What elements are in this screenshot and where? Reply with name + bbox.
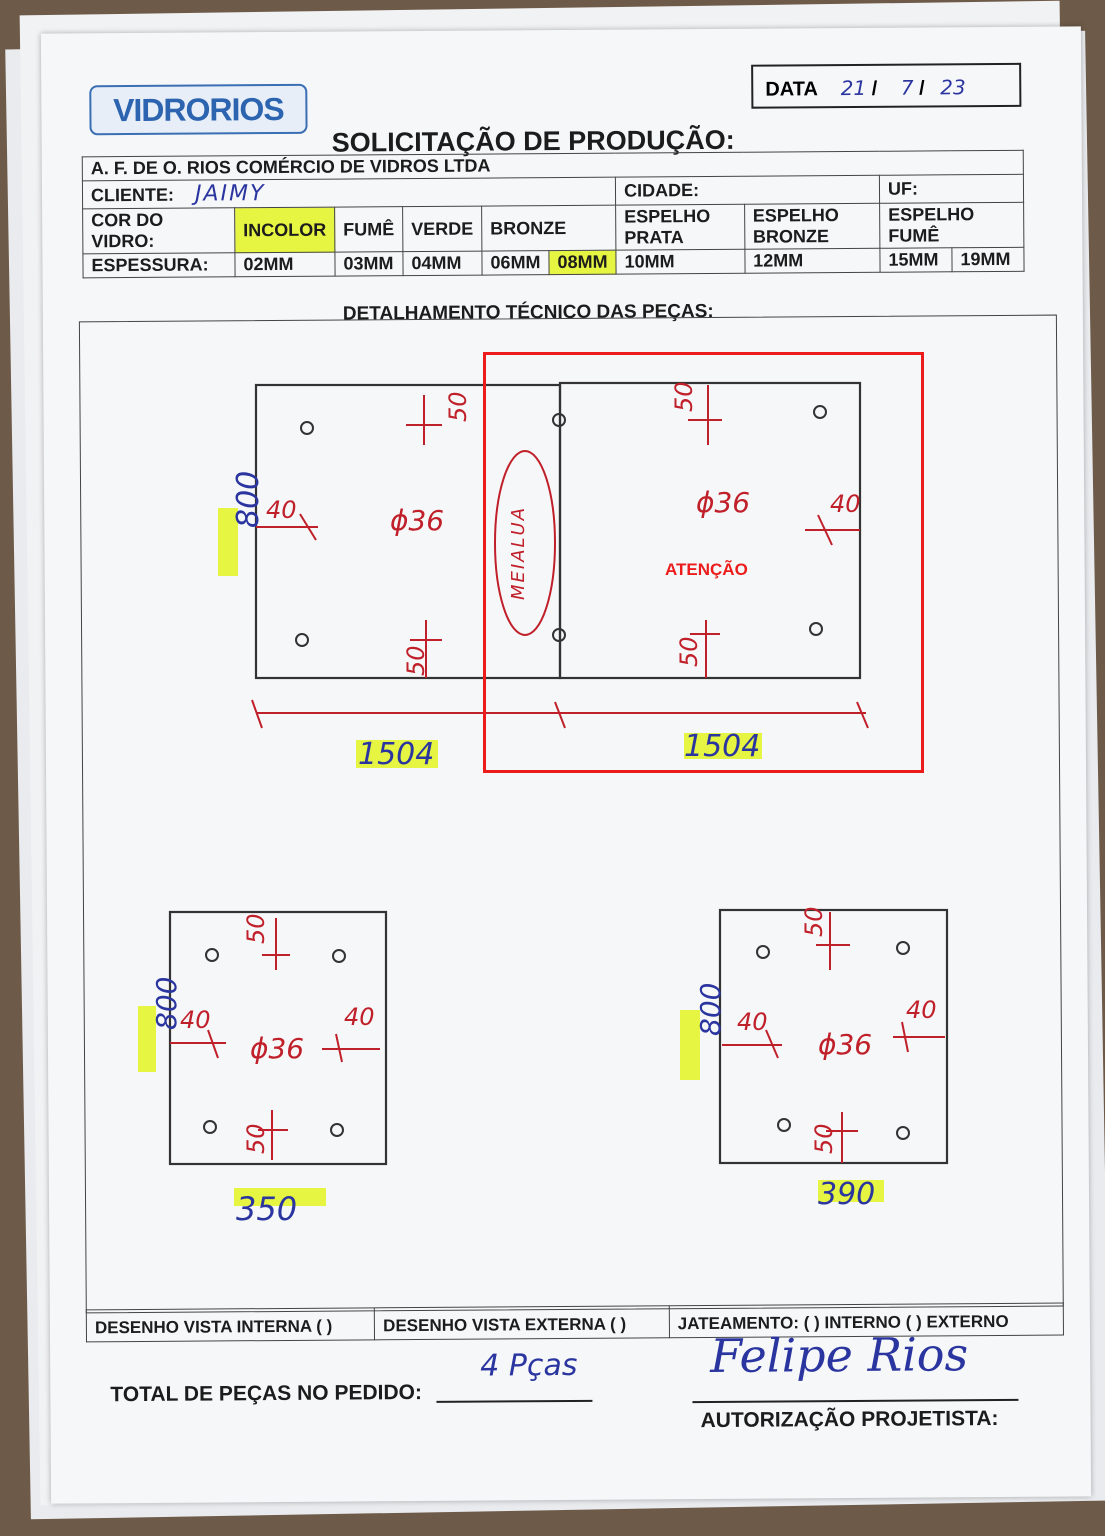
piece-4-offset-left: 40 [737,1008,768,1036]
piece-3-offset-bottom: 50 [242,1123,270,1154]
piece-2-hole: ϕ36 [696,486,750,519]
piece-4-offset-top: 50 [800,906,828,937]
piece-3-offset-right: 40 [344,1003,375,1031]
piece-4-height: 800 [694,983,727,1036]
piece-3-offset-left: 40 [180,1006,211,1034]
piece-3-outline [168,910,388,1166]
piece-4-offset-bottom: 50 [810,1123,838,1154]
piece-1-offset-bottom: 50 [402,645,430,676]
piece-2-offset-bottom: 50 [675,636,703,667]
piece-4-hole: ϕ36 [818,1028,872,1061]
piece-3-hole: ϕ36 [250,1032,304,1065]
piece-4-outline [718,908,949,1165]
piece-3-width: 350 [236,1190,297,1228]
attention-frame [483,352,924,773]
piece-2-offset-top: 50 [670,381,698,412]
piece-1-height: 800 [231,471,266,528]
piece-1-offset-top: 50 [444,391,472,422]
piece-1-hole: ϕ36 [390,504,444,537]
piece-3-offset-top: 50 [242,913,270,944]
attention-label: ATENÇÃO [665,560,748,579]
piece-2-offset-right: 40 [830,490,861,518]
piece-1-offset-left: 40 [266,496,297,524]
piece-2-width: 1504 [684,729,760,764]
piece-2-note: MEIALUA [508,506,529,600]
piece-4-offset-right: 40 [906,996,937,1024]
piece-3-height: 800 [150,977,183,1030]
piece-1-width: 1504 [358,737,434,772]
piece-4-width: 390 [818,1177,875,1212]
